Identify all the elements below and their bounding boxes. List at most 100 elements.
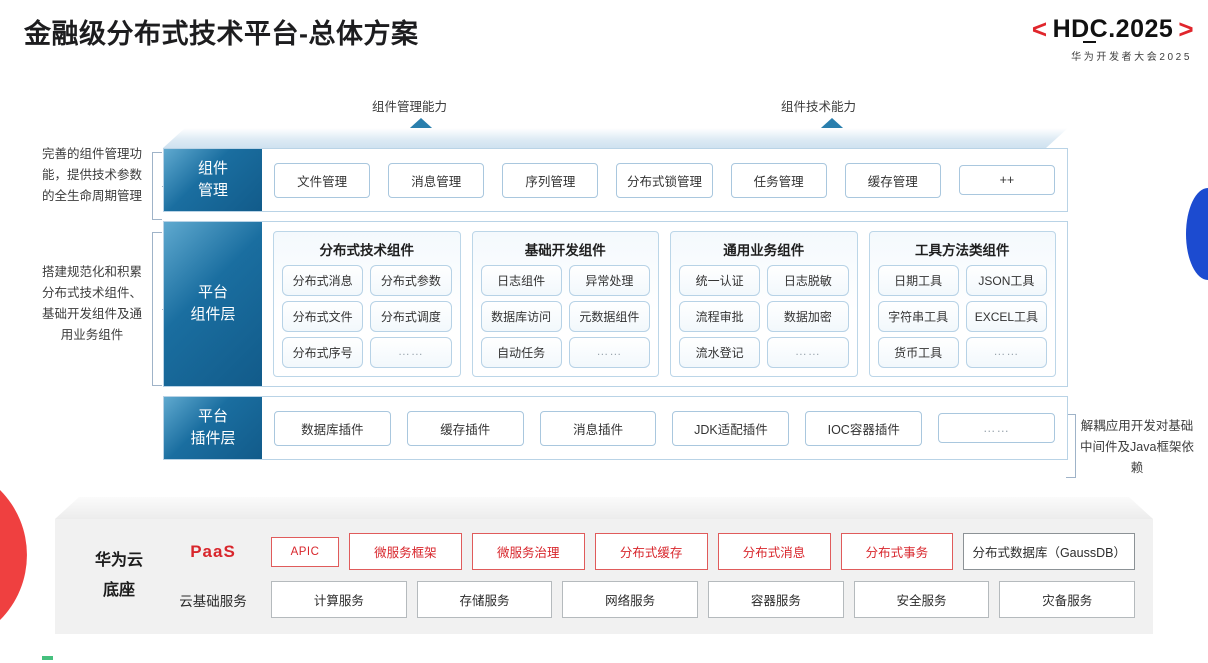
chip-message-plugin[interactable]: 消息插件 — [539, 410, 657, 446]
layer-body-platform-component: 分布式技术组件 分布式消息 分布式参数 分布式文件 分布式调度 分布式序号 ……… — [262, 222, 1067, 386]
note-left-top: 完善的组件管理功能，提供技术参数的全生命周期管理 — [41, 147, 142, 203]
chip-distributed-message[interactable]: 分布式消息 — [717, 533, 831, 570]
chip-more-plus[interactable]: ++ — [958, 165, 1055, 195]
group-title: 基础开发组件 — [524, 243, 606, 258]
chip-distributed-message[interactable]: 分布式消息 — [282, 265, 364, 296]
chip-security-service[interactable]: 安全服务 — [853, 581, 990, 618]
platform-stack: 组件 管理 文件管理 消息管理 序列管理 分布式锁管理 任务管理 缓存管理 ++… — [163, 128, 1068, 460]
layer-body-platform-plugin: 数据库插件 缓存插件 消息插件 JDK适配插件 IOC容器插件 …… — [262, 397, 1067, 459]
cloud-base-title: 华为云 底座 — [73, 546, 165, 606]
arrow-label-component-management: 组件管理能力 — [372, 100, 448, 114]
chip-more-dots[interactable]: …… — [767, 337, 849, 368]
chip-more-dots[interactable]: …… — [370, 337, 452, 368]
hdc-wordmark: HDC.2025 — [1052, 15, 1174, 43]
page-title: 金融级分布式技术平台-总体方案 — [24, 19, 419, 49]
group-basic-development: 基础开发组件 日志组件 异常处理 数据库访问 元数据组件 自动任务 …… — [471, 231, 659, 377]
chip-microservice-governance[interactable]: 微服务治理 — [471, 533, 585, 570]
chip-message-management[interactable]: 消息管理 — [388, 162, 485, 198]
decor-blue-crescent — [1186, 188, 1208, 280]
stack-top-bevel — [163, 128, 1068, 148]
cloud-title-line1: 华为云 — [94, 551, 143, 569]
group-distributed-technology: 分布式技术组件 分布式消息 分布式参数 分布式文件 分布式调度 分布式序号 …… — [273, 231, 461, 377]
group-title: 通用业务组件 — [723, 243, 805, 258]
angle-left-icon: < — [1031, 14, 1048, 44]
chip-string-tool[interactable]: 字符串工具 — [877, 301, 959, 332]
hdc-wordmark-row: < HDC.2025 > — [1032, 14, 1194, 45]
chip-network-service[interactable]: 网络服务 — [562, 581, 699, 618]
chip-task-management[interactable]: 任务管理 — [730, 162, 827, 198]
chip-apic[interactable]: APIC — [271, 536, 339, 567]
layer-tab-line1: 平台 — [197, 408, 228, 425]
chip-json-tool[interactable]: JSON工具 — [965, 265, 1047, 296]
chip-database-access[interactable]: 数据库访问 — [480, 301, 562, 332]
group-tool-method: 工具方法类组件 日期工具 JSON工具 字符串工具 EXCEL工具 货币工具 …… — [868, 231, 1056, 377]
layer-tab-line1: 组件 — [197, 160, 228, 177]
group-items: 统一认证 日志脱敏 流程审批 数据加密 流水登记 …… — [679, 265, 849, 368]
layer-tab-platform-component: 平台 组件层 — [164, 222, 262, 386]
layer-tab-line2: 插件层 — [190, 430, 236, 447]
chip-date-tool[interactable]: 日期工具 — [877, 265, 959, 296]
chip-unified-authentication[interactable]: 统一认证 — [679, 265, 761, 296]
chip-file-management[interactable]: 文件管理 — [274, 162, 371, 198]
layer-tab-line1: 平台 — [197, 284, 228, 301]
chip-cache-management[interactable]: 缓存管理 — [844, 162, 941, 198]
chip-disaster-recovery-service[interactable]: 灾备服务 — [999, 581, 1136, 618]
arrow-label-component-technology: 组件技术能力 — [781, 100, 857, 114]
bracket-connector-middle — [152, 232, 169, 386]
chip-ioc-container-plugin[interactable]: IOC容器插件 — [805, 410, 923, 446]
chip-log-desensitization[interactable]: 日志脱敏 — [767, 265, 849, 296]
chip-microservice-framework[interactable]: 微服务框架 — [349, 533, 462, 570]
chip-more-dots[interactable]: …… — [568, 337, 650, 368]
chip-jdk-adapter-plugin[interactable]: JDK适配插件 — [672, 410, 790, 446]
layer-tab-platform-plugin: 平台 插件层 — [164, 397, 262, 459]
chip-transaction-register[interactable]: 流水登记 — [679, 337, 761, 368]
chip-distributed-database-gaussdb[interactable]: 分布式数据库（GaussDB） — [963, 533, 1136, 570]
chip-more-dots[interactable]: …… — [938, 413, 1055, 443]
chip-data-encryption[interactable]: 数据加密 — [767, 301, 849, 332]
chip-distributed-parameter[interactable]: 分布式参数 — [370, 265, 452, 296]
chip-log-component[interactable]: 日志组件 — [480, 265, 562, 296]
bracket-connector-top — [152, 152, 169, 220]
chip-compute-service[interactable]: 计算服务 — [271, 581, 407, 618]
note-right: 解耦应用开发对基础中间件及Java框架依赖 — [1080, 419, 1194, 475]
chip-distributed-file[interactable]: 分布式文件 — [282, 301, 364, 332]
huawei-cloud-base: 华为云 底座 PaaS APIC 微服务框架 微服务治理 分布式缓存 分布式消息… — [55, 497, 1153, 634]
chip-container-service[interactable]: 容器服务 — [708, 581, 844, 618]
group-items: 日志组件 异常处理 数据库访问 元数据组件 自动任务 …… — [480, 265, 650, 368]
chip-currency-tool[interactable]: 货币工具 — [877, 337, 959, 368]
layer-body-component-management: 文件管理 消息管理 序列管理 分布式锁管理 任务管理 缓存管理 ++ — [262, 149, 1067, 211]
chip-distributed-lock-management[interactable]: 分布式锁管理 — [616, 162, 713, 198]
chip-process-approval[interactable]: 流程审批 — [679, 301, 761, 332]
hdc-subtitle: 华为开发者大会2025 — [1071, 52, 1192, 63]
chip-automatic-task[interactable]: 自动任务 — [480, 337, 562, 368]
layer-tab-line2: 组件层 — [190, 306, 236, 323]
angle-right-icon: > — [1178, 14, 1194, 44]
paas-label: PaaS — [190, 541, 236, 561]
cloud-base-body: 华为云 底座 PaaS APIC 微服务框架 微服务治理 分布式缓存 分布式消息… — [55, 519, 1153, 634]
cloud-infra-label: 云基础服务 — [179, 593, 247, 609]
hdc-logo: < HDC.2025 > 华为开发者大会2025 — [1032, 14, 1194, 63]
note-left-bottom: 搭建规范化和积累分布式技术组件、基础开发组件及通用业务组件 — [41, 265, 142, 342]
decor-green-dash — [42, 656, 53, 660]
layer-component-management: 组件 管理 文件管理 消息管理 序列管理 分布式锁管理 任务管理 缓存管理 ++ — [163, 148, 1068, 212]
chip-distributed-cache[interactable]: 分布式缓存 — [594, 533, 708, 570]
group-items: 日期工具 JSON工具 字符串工具 EXCEL工具 货币工具 …… — [877, 265, 1047, 368]
group-title: 分布式技术组件 — [319, 243, 415, 258]
chip-database-plugin[interactable]: 数据库插件 — [274, 410, 391, 446]
chip-excel-tool[interactable]: EXCEL工具 — [965, 301, 1047, 332]
chip-more-dots[interactable]: …… — [965, 337, 1047, 368]
chip-storage-service[interactable]: 存储服务 — [416, 581, 553, 618]
chip-distributed-transaction[interactable]: 分布式事务 — [840, 533, 954, 570]
group-title: 工具方法类组件 — [915, 243, 1010, 258]
cloud-rows: PaaS APIC 微服务框架 微服务治理 分布式缓存 分布式消息 分布式事务 … — [165, 533, 1136, 618]
layer-platform-plugin: 平台 插件层 数据库插件 缓存插件 消息插件 JDK适配插件 IOC容器插件 …… — [163, 396, 1068, 460]
chip-exception-handling[interactable]: 异常处理 — [568, 265, 650, 296]
cloud-title-line2: 底座 — [102, 581, 135, 599]
chip-distributed-sequence[interactable]: 分布式序号 — [282, 337, 364, 368]
chip-cache-plugin[interactable]: 缓存插件 — [406, 410, 524, 446]
chip-metadata-component[interactable]: 元数据组件 — [568, 301, 650, 332]
infra-row: 云基础服务 计算服务 存储服务 网络服务 容器服务 安全服务 灾备服务 — [165, 581, 1136, 618]
group-items: 分布式消息 分布式参数 分布式文件 分布式调度 分布式序号 …… — [282, 265, 452, 368]
chip-distributed-schedule[interactable]: 分布式调度 — [370, 301, 452, 332]
chip-sequence-management[interactable]: 序列管理 — [502, 162, 599, 198]
